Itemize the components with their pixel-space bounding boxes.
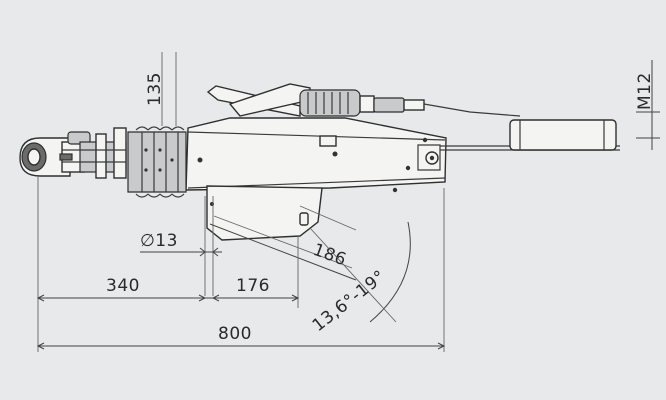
- coupling-head: [19, 127, 127, 179]
- dimension-340-176: 340 176: [36, 176, 300, 352]
- dimension-diameter-13: ∅13: [140, 196, 222, 296]
- overrun-housing: [185, 117, 447, 193]
- label-800: 800: [218, 324, 252, 344]
- brake-cable: [423, 103, 620, 151]
- label-176: 176: [236, 276, 270, 296]
- handbrake-lever: [206, 83, 425, 117]
- mounting-bracket: [206, 185, 323, 241]
- label-m12: M12: [635, 72, 655, 110]
- dimension-800: 800: [36, 188, 446, 352]
- label-135: 135: [145, 72, 165, 106]
- label-340: 340: [106, 276, 140, 296]
- dimension-m12: M12: [635, 60, 660, 150]
- dimension-135: 135: [145, 52, 177, 126]
- label-diameter-13: ∅13: [140, 231, 178, 251]
- dimension-angle: 13,6°-19°: [309, 221, 411, 336]
- label-186: 186: [310, 240, 349, 270]
- bellows: [127, 126, 187, 198]
- dimension-186: 186: [209, 205, 357, 281]
